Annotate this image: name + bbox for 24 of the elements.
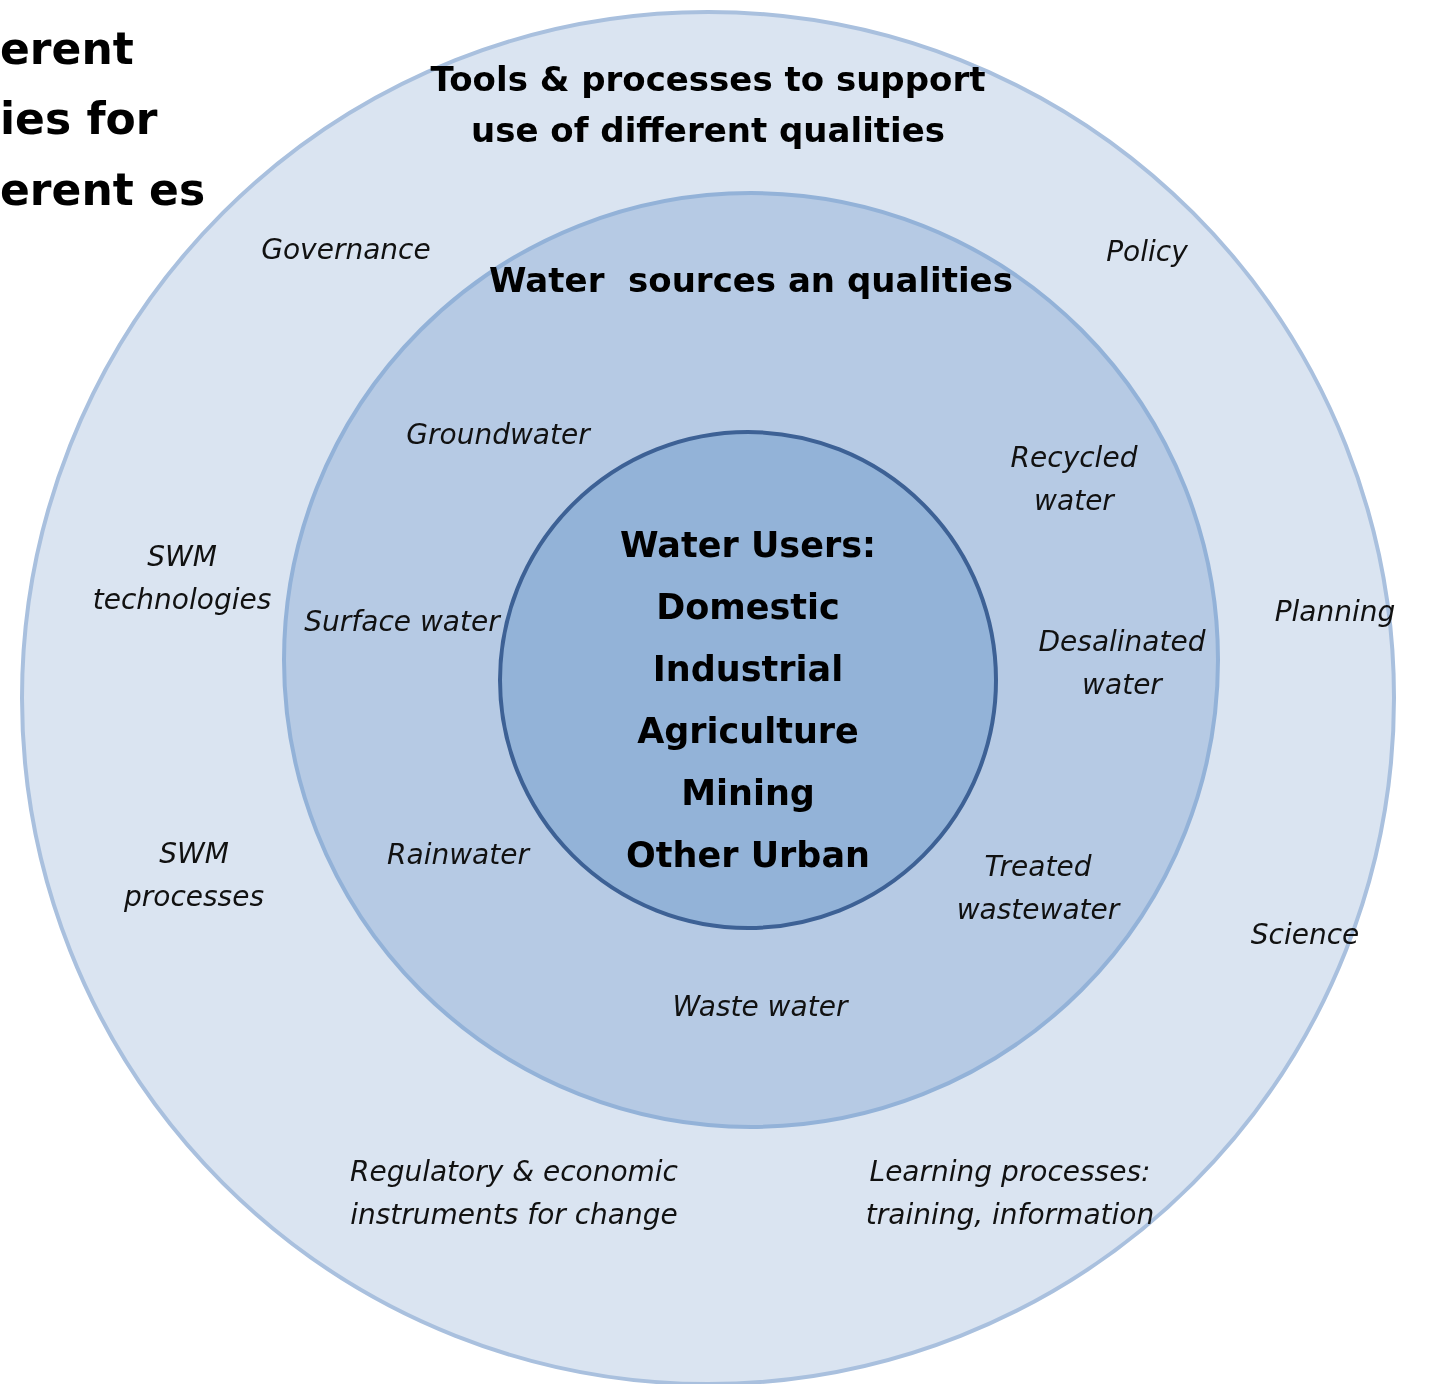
- text-label: Policy: [1105, 234, 1189, 270]
- list-item: Other Urban: [625, 834, 871, 877]
- list-item: Industrial: [651, 648, 845, 691]
- text-label: Planning: [1273, 594, 1397, 630]
- text-label: SWM processes: [123, 836, 265, 916]
- list-item: Mining: [680, 772, 816, 815]
- text-label: Surface water: [303, 604, 502, 640]
- list-item: Agriculture: [636, 710, 860, 753]
- heading: erent ies for erent es: [0, 22, 207, 217]
- text-label: Treated wastewater: [955, 849, 1122, 929]
- heading: Tools & processes to support use of different qualities: [429, 58, 987, 152]
- text-label: Governance: [260, 232, 432, 268]
- text-label: Desalinated water: [1037, 624, 1207, 704]
- list-item: Domestic: [655, 586, 841, 629]
- heading: Water sources an qualities: [488, 259, 1014, 302]
- text-label: Waste water: [671, 989, 850, 1025]
- text-label: SWM technologies: [91, 539, 273, 619]
- text-label: Groundwater: [405, 417, 592, 453]
- text-label: Regulatory & economic instruments for change: [348, 1154, 679, 1234]
- text-label: Science: [1249, 917, 1361, 953]
- heading: Water Users:: [619, 524, 877, 567]
- text-label: Learning processes: training, information: [864, 1154, 1156, 1234]
- text-label: Rainwater: [386, 837, 532, 873]
- text-label: Recycled water: [1009, 440, 1139, 520]
